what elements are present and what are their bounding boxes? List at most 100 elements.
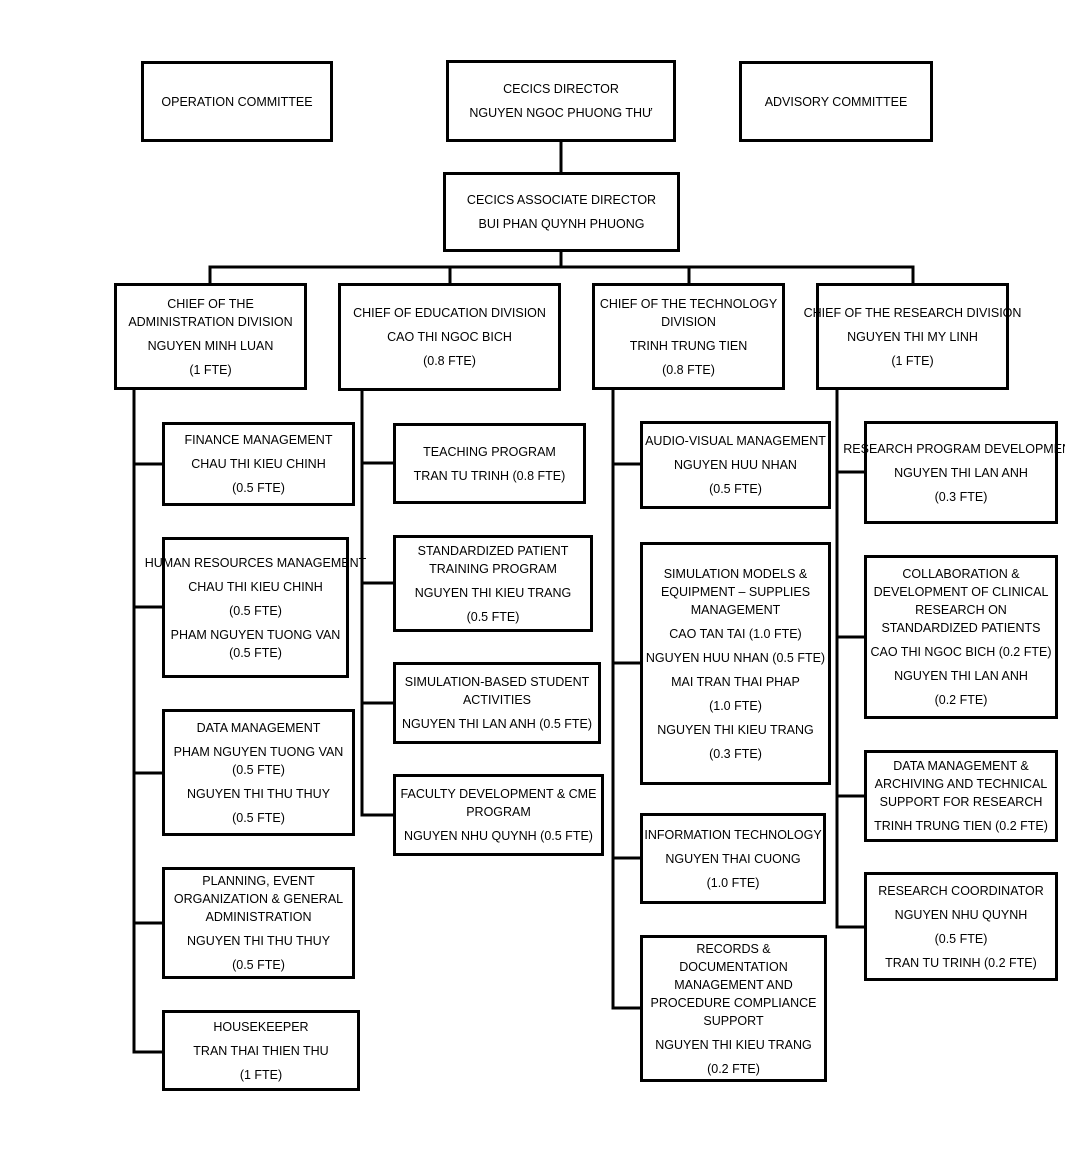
node-text-line: TRINH TRUNG TIEN (629, 338, 748, 353)
simulation-student-activities-box: SIMULATION-BASED STUDENT ACTIVITIES NGUYE… (393, 662, 601, 744)
node-text-line: (1 FTE) (239, 1067, 283, 1082)
node-text-line: NGUYEN THAI CUONG (665, 851, 801, 866)
node-text-line: TRAN TU TRINH (0.2 FTE) (885, 955, 1037, 970)
advisory-committee-box: ADVISORY COMMITTEE (739, 61, 933, 142)
node-text-line: HUMAN RESOURCES MANAGEMENT (144, 555, 367, 570)
node-text-line: CHIEF OF EDUCATION DIVISION (353, 306, 546, 320)
node-text-line: CECICS ASSOCIATE DIRECTOR (466, 193, 657, 207)
node-text-line: NGUYEN THI KIEU TRANG (414, 585, 572, 600)
director-box: CECICS DIRECTOR NGUYEN NGOC PHUONG THƯ (446, 60, 676, 142)
node-text-line: NGUYEN THI THU THUY (186, 934, 331, 948)
node-text-line: FACULTY DEVELOPMENT & CME PROGRAM (400, 787, 597, 819)
chief-administration-box: CHIEF OF THE ADMINISTRATION DIVISION NGUY… (114, 283, 307, 390)
chief-research-box: CHIEF OF THE RESEARCH DIVISION NGUYEN THI… (804, 283, 1021, 390)
node-text-line: (0.5 FTE) (466, 609, 520, 624)
node-text-line: (0.3 FTE) (709, 746, 762, 761)
faculty-development-box: FACULTY DEVELOPMENT & CME PROGRAM NGUYEN … (393, 774, 604, 856)
standardized-patient-training-box: STANDARDIZED PATIENT TRAINING PROGRAM NGU… (393, 535, 593, 632)
planning-event-box: PLANNING, EVENT ORGANIZATION & GENERAL A… (162, 867, 355, 979)
node-text-line: CAO TAN TAI (1.0 FTE) (669, 626, 802, 641)
node-text-line: PHAM NGUYEN TUONG VAN (0.5 FTE) (173, 744, 344, 777)
node-text-line: CAO THI NGOC BICH (0.2 FTE) (870, 645, 1052, 659)
node-text-line: (0.5 FTE) (709, 482, 762, 496)
node-text-line: TRINH TRUNG TIEN (0.2 FTE) (874, 819, 1048, 833)
node-text-line: SIMULATION-BASED STUDENT ACTIVITIES (404, 675, 590, 707)
simulation-models-box: SIMULATION MODELS & EQUIPMENT – SUPPLIES… (640, 542, 831, 785)
node-text-line: NGUYEN THI KIEU TRANG (655, 1037, 812, 1052)
node-text-line: (1 FTE) (189, 362, 232, 377)
node-text-line: (0.5 FTE) (934, 931, 988, 946)
records-documentation-box: RECORDS & DOCUMENTATION MANAGEMENT AND P… (640, 935, 827, 1082)
node-text-line: MAI TRAN THAI PHAP (671, 674, 800, 689)
node-text-line: CHAU THI KIEU CHINH (191, 457, 326, 471)
finance-management-box: FINANCE MANAGEMENT CHAU THI KIEU CHINH (0.… (162, 422, 355, 506)
node-text-line: NGUYEN THI LAN ANH (0.5 FTE) (401, 717, 593, 731)
node-text-line: CHIEF OF THE RESEARCH DIVISION (803, 305, 1022, 320)
information-technology-box: INFORMATION TECHNOLOGY NGUYEN THAI CUONG (… (640, 813, 826, 904)
node-text-line: NGUYEN THI THU THUY (186, 786, 331, 801)
node-text-line: (0.5 FTE) (229, 603, 282, 618)
node-text-line: (0.8 FTE) (423, 354, 476, 368)
node-text-line: TEACHING PROGRAM (423, 444, 556, 459)
node-text-line: CAO THI NGOC BICH (387, 330, 512, 344)
node-text-line: RESEARCH PROGRAM DEVELOPMENT (843, 441, 1065, 456)
node-text-line: TRAN THAI THIEN THU (193, 1043, 329, 1058)
node-text-line: (0.2 FTE) (934, 693, 988, 707)
node-text-line: STANDARDIZED PATIENT TRAINING PROGRAM (417, 543, 569, 576)
node-text-line: (1.0 FTE) (706, 875, 760, 890)
node-text-line: NGUYEN THI KIEU TRANG (657, 722, 814, 737)
node-text-line: INFORMATION TECHNOLOGY (644, 827, 822, 842)
data-archiving-support-box: DATA MANAGEMENT & ARCHIVING AND TECHNICA… (864, 750, 1058, 842)
node-text-line: RECORDS & DOCUMENTATION MANAGEMENT AND P… (650, 941, 817, 1028)
node-text-line: NGUYEN MINH LUAN (147, 338, 274, 353)
chief-technology-box: CHIEF OF THE TECHNOLOGY DIVISION TRINH TR… (592, 283, 785, 390)
node-text-line: TRAN TU TRINH (0.8 FTE) (413, 468, 566, 483)
teaching-program-box: TEACHING PROGRAM TRAN TU TRINH (0.8 FTE) (393, 423, 586, 504)
node-text-line: BUI PHAN QUYNH PHUONG (478, 217, 645, 231)
housekeeper-box: HOUSEKEEPER TRAN THAI THIEN THU (1 FTE) (162, 1010, 360, 1091)
node-text-line: CHIEF OF THE ADMINISTRATION DIVISION (128, 296, 293, 329)
operation-committee-box: OPERATION COMMITTEE (141, 61, 333, 142)
clinical-research-collaboration-box: COLLABORATION & DEVELOPMENT OF CLINICAL … (864, 555, 1058, 719)
node-text-line: NGUYEN THI LAN ANH (894, 465, 1028, 480)
data-management-box: DATA MANAGEMENT PHAM NGUYEN TUONG VAN (0.… (162, 709, 355, 836)
node-text-line: (1.0 FTE) (709, 698, 762, 713)
research-program-development-box: RESEARCH PROGRAM DEVELOPMENT NGUYEN THI L… (843, 421, 1065, 524)
node-text-line: NGUYEN NGOC PHUONG THƯ (469, 106, 653, 120)
node-text-line: COLLABORATION & DEVELOPMENT OF CLINICAL … (873, 567, 1049, 635)
node-text-line: OPERATION COMMITTEE (161, 94, 313, 109)
node-text-line: DATA MANAGEMENT & ARCHIVING AND TECHNICA… (874, 759, 1048, 809)
research-coordinator-box: RESEARCH COORDINATOR NGUYEN NHU QUYNH (0.5… (864, 872, 1058, 981)
node-text-line: AUDIO-VISUAL MANAGEMENT (645, 434, 826, 448)
node-text-line: CHIEF OF THE TECHNOLOGY DIVISION (599, 296, 778, 329)
node-text-line: NGUYEN NHU QUYNH (894, 907, 1028, 922)
chief-education-box: CHIEF OF EDUCATION DIVISION CAO THI NGOC … (338, 283, 561, 391)
node-text-line: CECICS DIRECTOR (503, 82, 619, 96)
node-text-line: RESEARCH COORDINATOR (878, 883, 1044, 898)
node-text-line: (0.8 FTE) (662, 362, 715, 377)
node-text-line: (0.2 FTE) (707, 1061, 760, 1076)
audio-visual-management-box: AUDIO-VISUAL MANAGEMENT NGUYEN HUU NHAN (0… (640, 421, 831, 509)
node-text-line: CHAU THI KIEU CHINH (188, 579, 323, 594)
node-text-line: SIMULATION MODELS & EQUIPMENT – SUPPLIES… (660, 566, 811, 617)
node-text-line: NGUYEN THI MY LINH (847, 329, 978, 344)
node-text-line: ADVISORY COMMITTEE (764, 94, 908, 109)
node-text-line: NGUYEN NHU QUYNH (0.5 FTE) (404, 829, 593, 843)
node-text-line: NGUYEN THI LAN ANH (894, 669, 1028, 683)
node-text-line: (0.5 FTE) (232, 958, 285, 972)
node-text-line: (0.3 FTE) (934, 489, 988, 504)
node-text-line: DATA MANAGEMENT (196, 720, 321, 735)
associate-director-box: CECICS ASSOCIATE DIRECTOR BUI PHAN QUYNH … (443, 172, 680, 252)
node-text-line: PHAM NGUYEN TUONG VAN (0.5 FTE) (170, 627, 341, 660)
node-text-line: FINANCE MANAGEMENT (184, 433, 333, 447)
node-text-line: (0.5 FTE) (232, 481, 285, 495)
node-text-line: (1 FTE) (891, 353, 934, 368)
node-text-line: HOUSEKEEPER (213, 1019, 309, 1034)
node-text-line: (0.5 FTE) (232, 810, 285, 825)
node-text-line: NGUYEN HUU NHAN (674, 458, 797, 472)
node-text-line: PLANNING, EVENT ORGANIZATION & GENERAL A… (173, 874, 344, 924)
human-resources-box: HUMAN RESOURCES MANAGEMENT CHAU THI KIEU … (145, 537, 366, 678)
node-text-line: NGUYEN HUU NHAN (0.5 FTE) (645, 650, 826, 665)
